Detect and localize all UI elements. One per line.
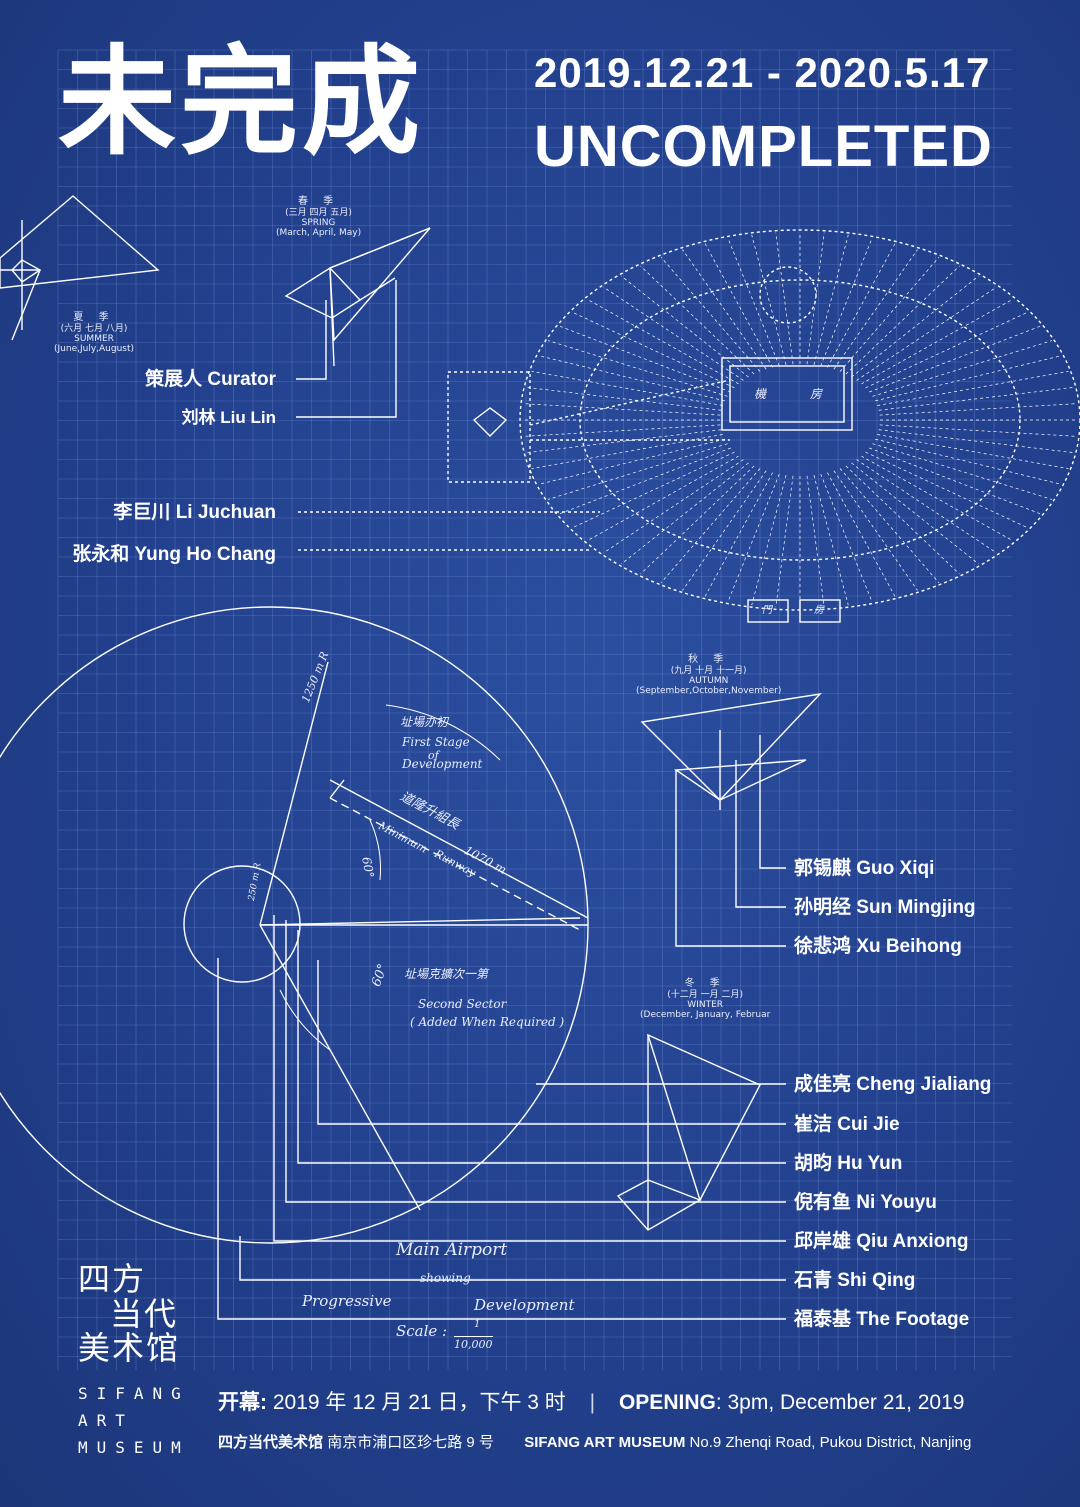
sketch-second-sector: Second Sector: [418, 997, 507, 1011]
artist-credit: 成佳亮 Cheng Jialiang: [794, 1074, 992, 1095]
season-cn: 秋 季: [688, 654, 730, 665]
address-info: 四方当代美术馆 南京市浦口区珍七路 9 号 SIFANG ART MUSEUM …: [218, 1431, 971, 1452]
sketch-showing: showing: [420, 1271, 471, 1285]
sketch-angle-top: 60°: [359, 855, 377, 880]
curator-leader-lines: [296, 280, 397, 418]
exhibition-title-en: UNCOMPLETED: [534, 114, 993, 179]
season-months-cn: (六月 七月 八月): [60, 323, 128, 334]
sketch-of: of: [428, 749, 439, 762]
curator-label: 策展人 Curator: [145, 369, 276, 390]
logo-en-line: ART: [78, 1410, 134, 1430]
sketch-progressive: Progressive: [302, 1292, 392, 1310]
sketch-scale-den: 10,000: [454, 1336, 493, 1351]
season-label-winter: 冬 季 (十二月 一月 二月) WINTER (December, Januar…: [640, 978, 770, 1021]
museum-logo-en: SIFANG ART MUSEUM: [78, 1380, 190, 1462]
curator-name: 刘林 Liu Lin: [181, 408, 276, 427]
season-months-en: (September,October,November): [636, 686, 782, 697]
plan-room-label-a: 機: [754, 387, 767, 401]
plan-building: [472, 266, 853, 623]
sketch-main-airport: Main Airport: [396, 1240, 508, 1260]
winter-kite-drawing: [616, 1033, 761, 1231]
plan-gate-label-a: 門: [762, 605, 772, 616]
season-months-cn: (三月 四月 五月): [285, 207, 352, 218]
artist-credit: 邱岸雄 Qiu Anxiong: [794, 1231, 969, 1252]
season-months-en: (March, April, May): [276, 228, 362, 239]
sketch-scale: Scale :: [396, 1322, 448, 1340]
summer-kite-drawing: [0, 195, 160, 341]
exhibition-title-cn: 未完成: [58, 37, 425, 169]
museum-logo-cn: 四方 当代 美术馆: [78, 1262, 190, 1366]
address-cn: 南京市浦口区珍七路 9 号: [327, 1434, 494, 1451]
museum-name-cn: 四方当代美术馆: [218, 1434, 324, 1451]
sketch-second-cn: 址場克擴次一第: [404, 967, 489, 981]
sketch-development-2: Development: [474, 1296, 575, 1314]
artist-credit: 石青 Shi Qing: [794, 1270, 916, 1291]
season-months-en: (June,July,August): [54, 344, 135, 355]
plan-room-label-b: 房: [810, 387, 823, 401]
main-airport-drawing: [0, 606, 589, 1244]
season-en: WINTER: [687, 999, 724, 1010]
season-cn: 春 季: [297, 196, 340, 207]
opening-cn-label: 开幕:: [218, 1391, 267, 1414]
airport-leader-lines: [217, 915, 786, 1320]
season-label-summer: 夏 季 (六月 七月 八月) SUMMER (June,July,August): [54, 312, 134, 355]
opening-divider: |: [589, 1391, 596, 1414]
artist-credit: 徐悲鸿 Xu Beihong: [794, 936, 962, 957]
sketch-development: Development: [402, 757, 483, 771]
season-en: AUTUMN: [689, 675, 729, 686]
spring-kite-drawing: [284, 227, 431, 367]
sketch-scale-num: 1: [474, 1319, 481, 1330]
artist-credit: 倪有鱼 Ni Youyu: [794, 1192, 937, 1213]
logo-en-line: MUSEUM: [78, 1438, 190, 1458]
season-cn: 夏 季: [73, 312, 115, 323]
artist-credit: 胡昀 Hu Yun: [794, 1153, 903, 1174]
season-en: SPRING: [301, 217, 336, 228]
museum-logo: 四方 当代 美术馆 SIFANG ART MUSEUM: [78, 1262, 190, 1461]
artist-credit: 崔洁 Cui Jie: [794, 1114, 900, 1135]
artist-credit: 郭锡麒 Guo Xiqi: [794, 858, 935, 879]
opening-cn-value: 2019 年 12 月 21 日，下午 3 时: [272, 1391, 566, 1414]
season-months-cn: (九月 十月 十一月): [670, 665, 747, 676]
address-en: No.9 Zhenqi Road, Pukou District, Nanjin…: [689, 1434, 972, 1451]
season-months-en: (December, January, Februar: [640, 1010, 771, 1021]
artist-credit: 李巨川 Li Juchuan: [113, 502, 276, 523]
sketch-first-stage: First Stage: [402, 735, 470, 749]
artist-credit: 张永和 Yung Ho Chang: [72, 544, 276, 565]
radial-plan-rays: [522, 232, 1078, 608]
plan-gate-label-b: 房: [814, 605, 824, 616]
opening-info: 开幕: 2019 年 12 月 21 日，下午 3 时 | OPENING: 3…: [218, 1386, 964, 1416]
opening-en-label: OPENING: [618, 1391, 716, 1414]
sketch-added: ( Added When Required ): [410, 1015, 565, 1029]
museum-name-en: SIFANG ART MUSEUM: [524, 1434, 686, 1451]
season-cn: 冬 季: [684, 978, 726, 989]
artist-credit: 福泰基 The Footage: [794, 1309, 970, 1330]
logo-cn-line: 四方: [78, 1260, 147, 1298]
season-label-spring: 春 季 (三月 四月 五月) SPRING (March, April, May…: [276, 196, 361, 239]
logo-cn-line: 美术馆: [78, 1329, 181, 1368]
sketch-first-stage-cn: 址場办初: [400, 715, 449, 729]
opening-en-value: : 3pm, December 21, 2019: [715, 1391, 965, 1414]
logo-en-line: SIFANG: [78, 1383, 190, 1403]
artist-credit: 孙明经 Sun Mingjing: [794, 897, 976, 918]
autumn-leader-lines: [675, 735, 786, 947]
autumn-kite-drawing: [640, 692, 822, 810]
season-en: SUMMER: [74, 333, 114, 344]
season-months-cn: (十二月 一月 二月): [667, 989, 744, 1000]
logo-cn-line: 当代: [110, 1294, 179, 1333]
exhibition-dates: 2019.12.21 - 2020.5.17: [534, 49, 991, 96]
season-label-autumn: 秋 季 (九月 十月 十一月) AUTUMN (September,Octobe…: [636, 654, 781, 697]
